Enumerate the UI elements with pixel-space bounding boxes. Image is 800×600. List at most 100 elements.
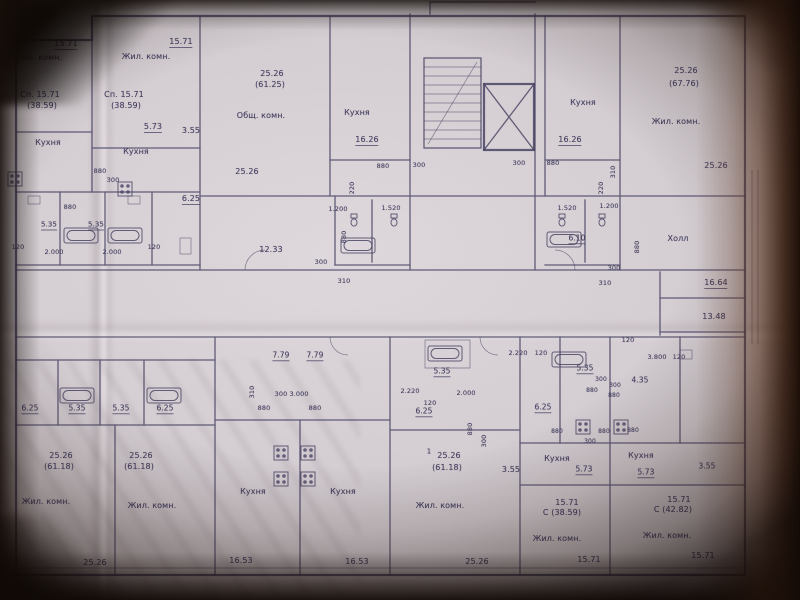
plan-label: 25.26 (49, 451, 73, 460)
plan-label: 880 (465, 422, 474, 436)
plan-label: 2.000 (456, 388, 476, 397)
photo-shadow-top-left (0, 0, 210, 105)
plan-label: 16.53 (229, 556, 253, 565)
plan-label: 220 (347, 181, 356, 195)
plan-label: 120 (672, 352, 686, 361)
plan-label: Общ. комн. (236, 111, 286, 120)
plan-label: Кухня (35, 138, 61, 147)
plan-label: 6.10 (568, 233, 586, 244)
plan-label: 2.000 (102, 247, 122, 256)
plan-label: 5.35 (41, 220, 57, 231)
plan-label: 3.55 (698, 461, 716, 471)
plan-label: Кухня (544, 454, 570, 463)
plan-label: 6.25 (415, 406, 433, 417)
plan-label: 300 (274, 389, 288, 398)
plan-label: 5.35 (88, 220, 104, 231)
plan-label: Кухня (240, 487, 266, 496)
plan-label: Жил. комн. (651, 117, 701, 126)
plan-label: Холл (667, 234, 689, 243)
plan-label: 6.25 (21, 403, 39, 414)
plan-label: 300 (607, 263, 621, 272)
plan-label: 300 (479, 434, 488, 448)
plan-label: (61.18) (44, 462, 74, 471)
plan-label: 880 (551, 428, 563, 435)
plan-label: 2.000 (44, 247, 64, 256)
photo-shadow-bottom-right (650, 510, 800, 600)
plan-label: 5.35 (576, 363, 594, 374)
plan-label: 5.35 (112, 403, 130, 414)
plan-label: 310 (598, 278, 612, 287)
plan-label: Кухня (344, 108, 370, 117)
plan-label: 300 (512, 158, 526, 167)
plan-label: 880 (63, 202, 77, 211)
plan-label: 310 (247, 385, 256, 399)
plan-label: 1.200 (599, 201, 619, 210)
plan-label: 120 (534, 348, 548, 357)
plan-label: 120 (621, 335, 635, 344)
plan-label: (61.25) (255, 80, 285, 89)
plan-label: 120 (147, 242, 161, 251)
plan-label: 300 (314, 257, 328, 266)
plan-label: Жил. комн. (21, 497, 71, 506)
plan-label: 300 (584, 438, 596, 445)
plan-label: 15.71 (555, 498, 579, 507)
plan-label: Кухня (123, 147, 149, 156)
plan-label: 5.35 (433, 366, 451, 377)
plan-label: 3.55 (501, 465, 521, 474)
plan-label: 25.26 (465, 557, 489, 566)
plan-label: 880 (632, 240, 641, 254)
plan-label: 6.25 (181, 194, 201, 205)
plan-label: 16.64 (704, 278, 728, 289)
plan-label: 300 (106, 175, 120, 184)
plan-label: 12.33 (259, 245, 283, 254)
plan-label: 880 (376, 161, 390, 170)
plan-label: 880 (308, 403, 322, 412)
plan-label: 880 (598, 428, 610, 435)
plan-label: Кухня (628, 451, 654, 460)
plan-label: 5.73 (575, 464, 593, 475)
plan-label: 1.520 (381, 203, 401, 212)
plan-label: 1.200 (328, 204, 348, 213)
plan-label: 25.26 (437, 451, 461, 460)
plan-label: 880 (93, 166, 107, 175)
plan-label: 16.26 (558, 135, 582, 146)
plan-label: 300 (609, 382, 621, 389)
plan-label: Кухня (330, 487, 356, 496)
plan-label: Жил. комн. (415, 501, 465, 510)
plan-label: 300 (595, 376, 607, 383)
plan-label: 1 (426, 447, 432, 456)
plan-label: 25.26 (704, 161, 728, 170)
plan-label: Жил. комн. (127, 501, 177, 510)
plan-label: 15.71 (667, 495, 691, 504)
plan-label: 25.26 (235, 167, 259, 176)
plan-label: 880 (586, 387, 598, 394)
plan-label: 5.73 (143, 122, 163, 133)
plan-label: 880 (546, 158, 560, 167)
plan-label: С (38.59) (542, 508, 582, 517)
plan-label: 3.800 (647, 352, 667, 361)
plan-label: 310 (608, 165, 617, 179)
photo-shadow-top-right (660, 0, 800, 70)
plan-label: 2.220 (400, 386, 420, 395)
plan-label: 880 (257, 403, 271, 412)
plan-label: 25.26 (129, 451, 153, 460)
plan-label: 3.000 (289, 389, 309, 398)
plan-label: 1.520 (557, 203, 577, 212)
plan-label: 880 (608, 392, 620, 399)
plan-label: 7.79 (272, 350, 290, 361)
plan-label: 4.35 (631, 375, 649, 385)
plan-label: 5.73 (637, 467, 655, 478)
plan-label: 7.79 (306, 350, 324, 361)
plan-label: 6.25 (156, 403, 174, 414)
plan-label: (61.18) (432, 463, 462, 472)
plan-label: 880 (339, 230, 348, 244)
plan-label: 2.220 (508, 348, 528, 357)
plan-label: 880 (627, 427, 639, 434)
plan-label: 3.55 (181, 126, 201, 135)
plan-label: Кухня (570, 98, 596, 107)
plan-label: 5.35 (68, 403, 86, 414)
plan-label: 220 (596, 181, 605, 195)
plan-label: (61.18) (124, 462, 154, 471)
plan-label: (67.76) (669, 79, 699, 88)
